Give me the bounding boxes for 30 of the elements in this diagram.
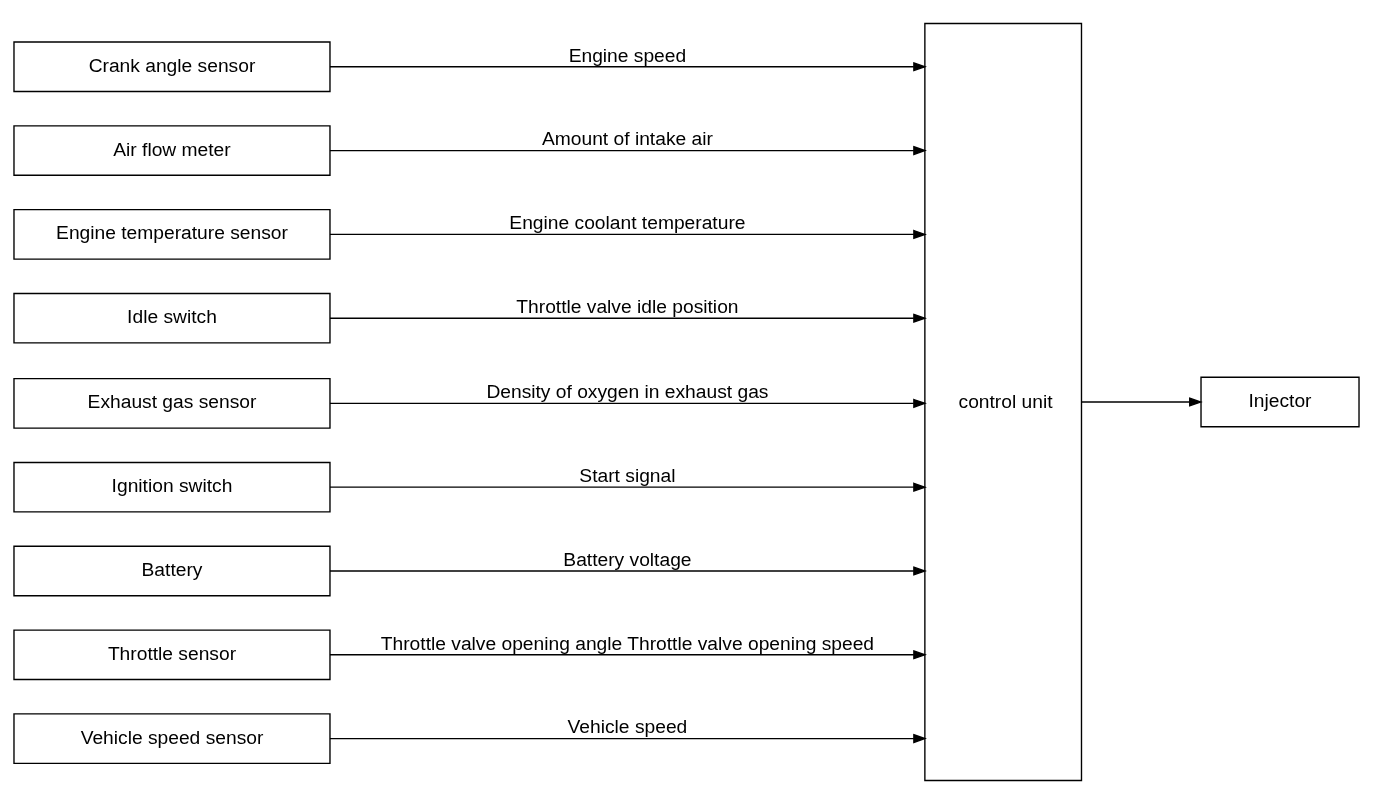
edge-label: Start signal xyxy=(579,464,676,486)
edge-label: Amount of intake air xyxy=(541,128,713,150)
arrow xyxy=(329,229,927,240)
arrow xyxy=(329,566,927,576)
edge-label: Density of oxygen in exhaust gas xyxy=(486,381,769,403)
arrow xyxy=(329,61,927,72)
arrow xyxy=(329,733,927,744)
node-box: Idle switch xyxy=(13,292,331,344)
node-box: Ignition switch xyxy=(13,461,331,513)
edge-label: Throttle valve idle position xyxy=(516,295,739,317)
arrow xyxy=(329,398,927,409)
edge-label: Vehicle speed xyxy=(567,716,688,738)
arrow xyxy=(329,145,927,156)
node-box: Throttle sensor xyxy=(13,629,331,681)
edge-label: Engine speed xyxy=(568,44,687,66)
node-box: Vehicle speed sensor xyxy=(13,713,331,764)
node-box: Air flow meter xyxy=(13,125,331,176)
node-box: Engine temperature sensor xyxy=(13,208,331,260)
arrow xyxy=(329,650,927,660)
node-box: Exhaust gas sensor xyxy=(13,377,331,429)
edge-label: Engine coolant temperature xyxy=(509,212,746,234)
arrow xyxy=(329,482,927,492)
node-box: Crank angle sensor xyxy=(13,41,331,93)
node-box: Battery xyxy=(13,545,331,597)
arrow xyxy=(1080,397,1203,407)
node-box: control unit xyxy=(924,22,1083,782)
edge-label: Battery voltage xyxy=(563,548,692,570)
edge-label: Throttle valve opening angle Throttle valve opening speed xyxy=(380,632,875,654)
arrow xyxy=(329,313,927,323)
node-box: Injector xyxy=(1200,376,1360,428)
